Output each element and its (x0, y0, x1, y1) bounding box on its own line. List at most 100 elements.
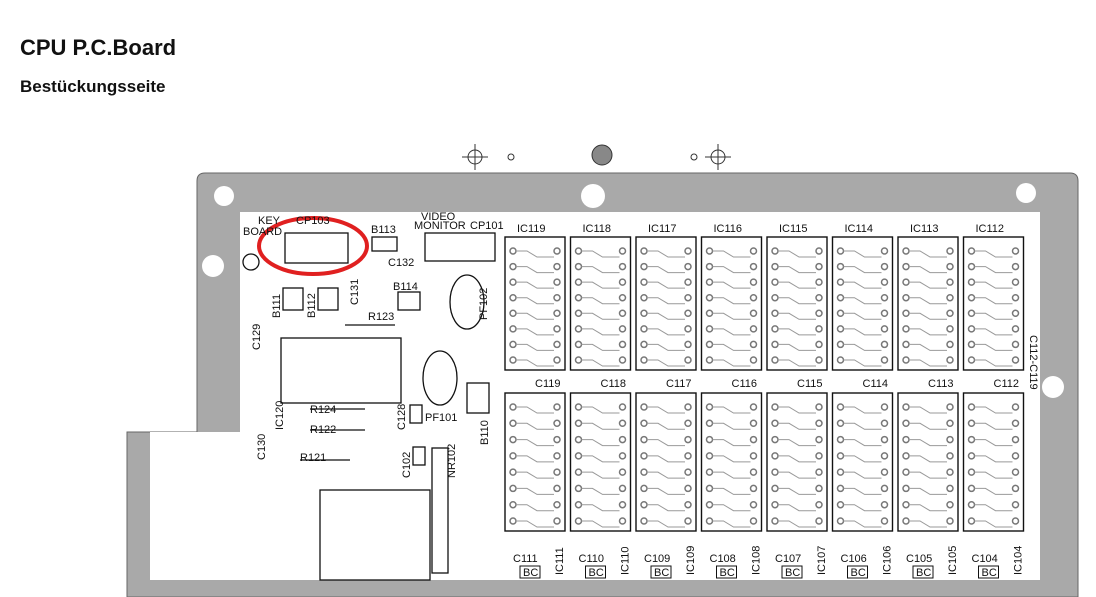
trace (974, 359, 1013, 367)
ic-pin (553, 293, 561, 302)
ic-pin (815, 293, 823, 302)
cp103-highlight-circle (257, 216, 369, 276)
ic-pin (574, 293, 583, 302)
ic-pin (618, 293, 627, 302)
svg-text:R123: R123 (368, 311, 394, 323)
trace (974, 266, 1013, 274)
svg-text:C102: C102 (401, 452, 413, 478)
ic-pin (1011, 325, 1020, 333)
ic-pin (815, 419, 823, 428)
ic-pin (771, 435, 779, 444)
ic-pin (574, 517, 583, 525)
ic-pin (705, 419, 714, 428)
ic-pin (640, 452, 648, 460)
ic-label: IC112 (976, 223, 1005, 235)
ic-pin (1011, 452, 1020, 460)
trace (909, 439, 947, 447)
trace (843, 487, 882, 495)
ic-label: IC104 (1013, 546, 1025, 575)
ic-pin (1011, 262, 1020, 271)
trace (516, 343, 554, 351)
ic-pin (553, 278, 561, 286)
trace (516, 359, 554, 367)
ic-pin (815, 435, 823, 444)
trace (843, 439, 882, 447)
trace (581, 359, 620, 367)
ic-pin (574, 419, 583, 428)
ic-pin (749, 278, 758, 286)
ic-pin (1011, 247, 1020, 255)
ic-pin (574, 468, 583, 476)
svg-text:C130: C130 (256, 434, 268, 460)
ic-pin (771, 356, 779, 364)
svg-text:B114: B114 (393, 281, 418, 293)
ic-pin (749, 247, 758, 255)
ic-pin (771, 262, 779, 271)
capacitor-label: C116 (732, 378, 757, 390)
ic-pin (880, 452, 889, 460)
trace (647, 266, 685, 274)
ic-label: IC116 (714, 223, 743, 235)
ic-label: IC108 (751, 546, 763, 575)
ic-pin (880, 278, 889, 286)
trace (909, 297, 947, 305)
ic-chip (700, 236, 763, 371)
svg-text:BOARD: BOARD (243, 226, 282, 238)
ic-pin (836, 419, 845, 428)
ic-pin (1011, 468, 1020, 476)
bc-label: BC (654, 567, 669, 579)
ic-chip (635, 392, 697, 532)
ic-pin (902, 247, 910, 255)
ic-pin (509, 356, 517, 364)
ic-pin (684, 517, 692, 525)
ic-pin (749, 356, 758, 364)
trace (778, 266, 816, 274)
ic-pin (618, 278, 627, 286)
trace (647, 520, 685, 528)
trace (647, 359, 685, 367)
ic-pin (771, 293, 779, 302)
capacitor-label: C114 (863, 378, 888, 390)
ic-pin (640, 340, 648, 349)
capacitor-label: C117 (666, 378, 691, 390)
trace (647, 406, 685, 414)
ic-pin (640, 500, 648, 509)
svg-text:C131: C131 (349, 279, 361, 305)
capacitor-label: C112 (994, 378, 1019, 390)
ic-pin (946, 419, 954, 428)
ic-pin (967, 403, 976, 411)
bc-label: BC (916, 567, 931, 579)
bc-label: BC (785, 567, 800, 579)
ic-pin (553, 468, 561, 476)
ic-pin (880, 356, 889, 364)
ic-pin (574, 500, 583, 509)
ic-pin (749, 468, 758, 476)
ic-pin (771, 500, 779, 509)
ic-pin (946, 484, 954, 493)
capacitor-label: C119 (535, 378, 560, 390)
ic-chip (766, 392, 828, 532)
bc-box (519, 565, 541, 579)
trace (909, 312, 947, 320)
trace (647, 250, 685, 258)
ic-pin (684, 325, 692, 333)
ic-pin (574, 325, 583, 333)
ic-pin (749, 293, 758, 302)
ic-pin (771, 484, 779, 493)
ic-pin (836, 468, 845, 476)
trace (778, 487, 816, 495)
bc-label: BC (982, 567, 997, 579)
trace (778, 471, 816, 479)
ic-pin (509, 247, 517, 255)
trace (647, 455, 685, 463)
ic-pin (553, 419, 561, 428)
ic-pin (967, 278, 976, 286)
ic-pin (509, 517, 517, 525)
ic-label: IC117 (648, 223, 677, 235)
ic-pin (967, 356, 976, 364)
bc-label: BC (851, 567, 866, 579)
trace (909, 422, 947, 430)
trace (974, 328, 1013, 336)
ic-pin (815, 340, 823, 349)
left-components (242, 232, 496, 581)
